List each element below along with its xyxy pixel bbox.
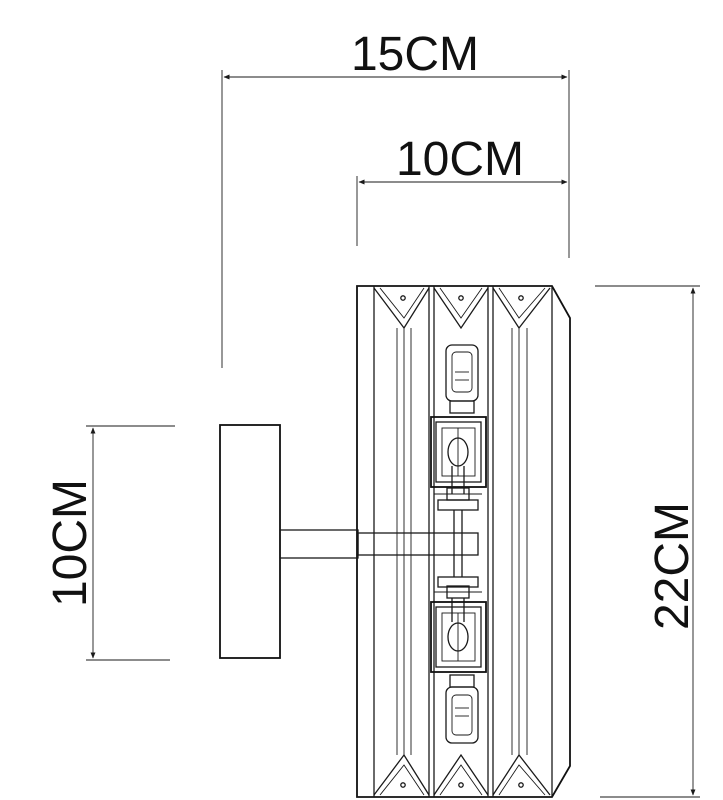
overall-height-label: 22CM xyxy=(646,502,699,630)
crystal-shade xyxy=(356,285,571,798)
shade-depth-label: 10CM xyxy=(396,133,524,186)
upper-bulb xyxy=(445,344,479,402)
central-stem xyxy=(453,510,463,577)
dimension-overall-depth: 15CM xyxy=(221,28,570,368)
lower-bulb-holder xyxy=(430,601,487,673)
dimension-backplate-height: 10CM xyxy=(44,425,175,661)
backplate-height-label: 10CM xyxy=(44,479,97,607)
shade-outline xyxy=(356,285,571,798)
lower-bulb xyxy=(445,686,479,744)
upper-bulb-holder xyxy=(430,416,487,488)
mounting-arm xyxy=(279,529,479,559)
lower-bulb-assembly xyxy=(430,576,487,744)
upper-bulb-assembly xyxy=(430,344,487,511)
overall-depth-label: 15CM xyxy=(351,28,479,81)
dimension-shade-depth: 10CM xyxy=(356,133,568,246)
dimension-overall-height: 22CM xyxy=(595,285,700,798)
wall-backplate xyxy=(219,424,281,659)
